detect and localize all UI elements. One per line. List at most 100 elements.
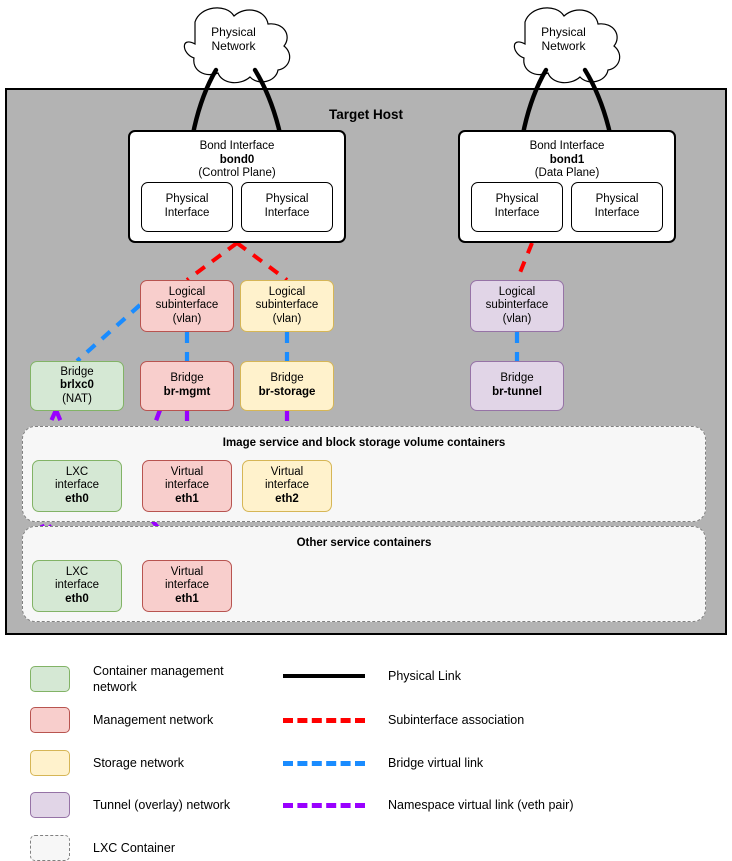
subinterface-mgmt-line1: Logical	[168, 285, 206, 298]
bond1-nic-2-line2: Interface	[594, 207, 640, 219]
blue-subif-mgmt-to-brlxc0	[75, 303, 142, 363]
bridge-br-mgmt-line2: br-mgmt	[163, 386, 211, 398]
legend-subinterface-association-label: Subinterface association	[388, 712, 525, 727]
legend-lxc-container-label: LXC Container	[93, 840, 175, 855]
legend-storage-network-label: Storage network	[93, 755, 185, 770]
subinterface-storage-line1: Logical	[268, 285, 306, 298]
bond1-nic-2[interactable]: Physical Interface	[571, 182, 663, 232]
g2-eth0-line2: interface	[54, 579, 100, 592]
bridge-br-tunnel-line1: Bridge	[500, 372, 534, 385]
bond0-nic-1-line2: Interface	[164, 207, 210, 219]
g2-eth1-line2: interface	[164, 579, 210, 592]
g1-virtual-interface-eth1[interactable]: Virtual interface eth1	[142, 460, 232, 512]
legend-lxc-container-swatch	[30, 835, 70, 861]
legend-bridge-virtual-link-label: Bridge virtual link	[388, 755, 484, 770]
subinterface-tunnel-line3: (vlan)	[502, 312, 532, 325]
g1-lxc-interface-eth0[interactable]: LXC interface eth0	[32, 460, 122, 512]
red-bond1-to-subif-tunnel	[515, 242, 534, 281]
g2-eth0-line3: eth0	[65, 592, 89, 605]
g2-virtual-interface-eth1[interactable]: Virtual interface eth1	[142, 560, 232, 612]
bridge-br-mgmt[interactable]: Bridge br-mgmt	[140, 361, 234, 411]
legend-physical-link-row: Physical Link	[283, 663, 461, 689]
legend-namespace-virtual-link-row: Namespace virtual link (veth pair)	[283, 792, 574, 818]
g1-eth0-line2: interface	[54, 479, 100, 492]
g1-eth0-line1: LXC	[65, 465, 89, 478]
bond1-line3: (Data Plane)	[534, 167, 600, 180]
subinterface-mgmt-line2: subinterface	[155, 299, 219, 312]
subinterface-tunnel[interactable]: Logical subinterface (vlan)	[470, 280, 564, 332]
bond0-line1: Bond Interface	[199, 140, 275, 152]
bridge-br-storage[interactable]: Bridge br-storage	[240, 361, 334, 411]
g1-eth2-line3: eth2	[275, 492, 299, 505]
subinterface-storage-line2: subinterface	[255, 299, 319, 312]
bridge-brlxc0-line2: brlxc0	[60, 379, 94, 392]
g1-eth1-line1: Virtual	[170, 465, 204, 478]
bridge-br-tunnel[interactable]: Bridge br-tunnel	[470, 361, 564, 411]
lxc-region-other-service-containers	[22, 526, 706, 622]
bridge-brlxc0[interactable]: Bridge brlxc0 (NAT)	[30, 361, 124, 411]
legend-management-network-row: Management network	[30, 707, 213, 733]
cloud-right-shape	[513, 7, 621, 84]
g2-eth1-line3: eth1	[175, 592, 199, 605]
subinterface-storage-line3: (vlan)	[272, 312, 302, 325]
subinterface-associations	[185, 241, 534, 282]
lxc-region-1-title: Image service and block storage volume c…	[222, 437, 506, 449]
subinterface-mgmt[interactable]: Logical subinterface (vlan)	[140, 280, 234, 332]
bond0-nic-1[interactable]: Physical Interface	[141, 182, 233, 232]
legend-subinterface-association-row: Subinterface association	[283, 707, 524, 733]
g1-virtual-interface-eth2[interactable]: Virtual interface eth2	[242, 460, 332, 512]
legend-tunnel-network-row: Tunnel (overlay) network	[30, 792, 230, 818]
legend-subinterface-association-sample	[283, 707, 365, 733]
subinterface-tunnel-line1: Logical	[498, 285, 536, 298]
bond1-nic-1-line1: Physical	[495, 193, 539, 206]
bridge-br-mgmt-line1: Bridge	[170, 372, 204, 385]
legend-bridge-virtual-link-sample	[283, 750, 365, 776]
bond1-nic-2-line1: Physical	[595, 193, 639, 206]
legend-storage-network-row: Storage network	[30, 750, 184, 776]
bridge-brlxc0-line3: (NAT)	[62, 392, 92, 405]
legend-management-network-label: Management network	[93, 712, 214, 727]
legend-bridge-virtual-link-row: Bridge virtual link	[283, 750, 483, 776]
legend-tunnel-network-swatch	[30, 792, 70, 818]
legend-container-management-network-swatch	[30, 666, 70, 693]
legend: Container management network Management …	[0, 645, 732, 861]
legend-tunnel-network-label: Tunnel (overlay) network	[93, 797, 231, 812]
cloud-left-shape	[183, 7, 291, 84]
bond1-nic-1[interactable]: Physical Interface	[471, 182, 563, 232]
legend-lxc-container-row: LXC Container	[30, 835, 175, 861]
legend-namespace-virtual-link-label: Namespace virtual link (veth pair)	[388, 797, 574, 812]
subinterface-tunnel-line2: subinterface	[485, 299, 549, 312]
g2-eth0-line1: LXC	[65, 565, 89, 578]
g2-eth1-line1: Virtual	[170, 565, 204, 578]
g1-eth1-line2: interface	[164, 479, 210, 492]
bridge-br-storage-line1: Bridge	[270, 372, 304, 385]
bond0-nic-2-line2: Interface	[264, 207, 310, 219]
bridge-br-storage-line2: br-storage	[258, 386, 316, 398]
legend-management-network-swatch	[30, 707, 70, 733]
bond1-line2: bond1	[549, 153, 585, 166]
bond0-nic-2-line1: Physical	[265, 193, 309, 206]
bond0-nic-2[interactable]: Physical Interface	[241, 182, 333, 232]
lxc-region-image-block-storage	[22, 426, 706, 522]
bond1-nic-1-line2: Interface	[494, 207, 540, 219]
g1-eth2-line2: interface	[264, 479, 310, 492]
red-bond0-to-subif-mgmt	[185, 241, 239, 282]
g1-eth1-line3: eth1	[175, 492, 199, 505]
bridge-br-tunnel-line2: br-tunnel	[492, 386, 542, 398]
legend-container-management-network-row: Container management network	[30, 663, 224, 696]
bond0-nic-1-line1: Physical	[165, 193, 209, 206]
legend-storage-network-swatch	[30, 750, 70, 776]
subinterface-mgmt-line3: (vlan)	[172, 312, 202, 325]
bridge-virtual-links	[75, 303, 520, 363]
legend-container-management-network-label: Container management network	[93, 664, 224, 695]
legend-physical-link-label: Physical Link	[388, 668, 461, 683]
g2-lxc-interface-eth0[interactable]: LXC interface eth0	[32, 560, 122, 612]
legend-physical-link-sample	[283, 663, 365, 689]
bond0-line3: (Control Plane)	[198, 167, 276, 180]
subinterface-storage[interactable]: Logical subinterface (vlan)	[240, 280, 334, 332]
page-title: Target Host	[328, 107, 403, 122]
red-bond0-to-subif-storage	[235, 241, 289, 282]
bond1-line1: Bond Interface	[529, 140, 605, 152]
